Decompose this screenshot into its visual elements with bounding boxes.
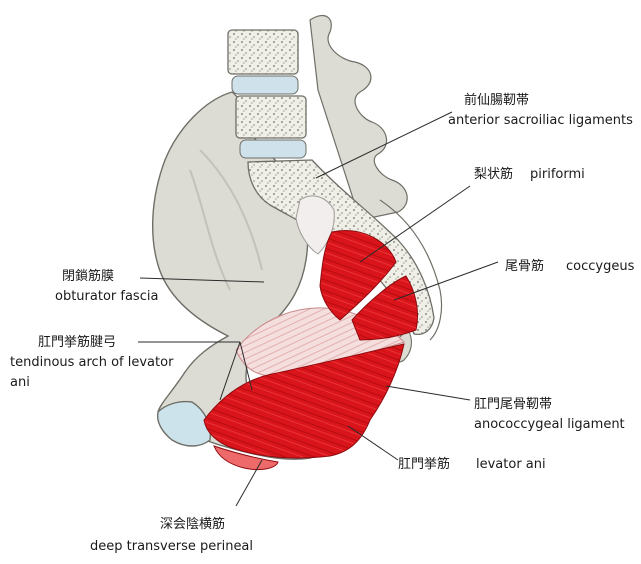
deep-transverse-perineal-ja: 深会陰横筋: [160, 516, 225, 532]
label-tendinous-arch: 肛門挙筋腱弓 tendinous arch of levator ani: [10, 334, 174, 390]
leader-levator-ani: [347, 425, 399, 461]
label-levator-ani: 肛門挙筋 levator ani: [398, 456, 546, 472]
label-piriformis: 梨状筋 piriformi: [474, 166, 585, 182]
label-anterior-sacroiliac: 前仙腸靭帯 anterior sacroiliac ligaments: [448, 92, 633, 128]
coccygeus-en: coccygeus: [566, 259, 635, 274]
leader-anococcygeal: [385, 385, 471, 401]
levator-ani-muscle: [203, 343, 405, 459]
pubic-symphysis: [156, 400, 212, 447]
tendinous-arch-en-1: tendinous arch of levator: [10, 355, 174, 370]
disc-1: [231, 75, 299, 95]
leader-coccygeus: [393, 261, 499, 301]
sacrum: [247, 159, 435, 336]
deep-transverse-perineal-en: deep transverse perineal: [90, 539, 253, 554]
label-coccygeus: 尾骨筋 coccygeus: [505, 258, 635, 274]
spine: [227, 15, 443, 363]
piriformis-ja: 梨状筋: [474, 166, 513, 182]
leader-tendinous-arch-3: [239, 341, 253, 391]
disc-2: [239, 139, 307, 159]
leader-obturator-fascia: [139, 277, 265, 283]
obturator-fascia-ja: 閉鎖筋膜: [62, 268, 114, 284]
leader-anterior-sacroiliac: [315, 111, 453, 179]
levator-ani-ja: 肛門挙筋: [398, 456, 450, 472]
spinous-processes: [309, 15, 408, 221]
label-obturator-fascia: 閉鎖筋膜 obturator fascia: [55, 268, 158, 304]
sacral-curve: [379, 199, 443, 341]
anococcygeal-ja: 肛門尾骨靭帯: [474, 397, 552, 412]
deep-transverse-perineal-muscle: [213, 445, 279, 471]
coccygeus-ja: 尾骨筋: [505, 258, 544, 274]
label-anococcygeal: 肛門尾骨靭帯 anococcygeal ligament: [474, 397, 625, 432]
leader-tendinous-arch-2: [219, 341, 241, 401]
obturator-fascia-en: obturator fascia: [55, 289, 158, 304]
vertebra-1: [227, 29, 299, 75]
ilium-shading: [189, 149, 263, 291]
coccygeus-muscle: [351, 275, 419, 341]
vertebra-2: [235, 95, 307, 139]
tendinous-arch-ja: 肛門挙筋腱弓: [38, 334, 116, 350]
levator-ani-en: levator ani: [476, 457, 546, 472]
leader-lines: [138, 111, 499, 507]
piriformis-en: piriformi: [530, 167, 585, 182]
tendinous-arch-en-2: ani: [10, 375, 30, 390]
anococcygeal-en: anococcygeal ligament: [474, 417, 625, 432]
piriformis-muscle: [319, 230, 397, 321]
label-deep-transverse-perineal: 深会陰横筋 deep transverse perineal: [90, 516, 253, 554]
anterior-sacroiliac-ja: 前仙腸靭帯: [464, 92, 529, 108]
leader-piriformis: [359, 185, 471, 263]
anterior-sacroiliac-en: anterior sacroiliac ligaments: [448, 113, 633, 128]
leader-deep-transverse: [235, 459, 263, 507]
